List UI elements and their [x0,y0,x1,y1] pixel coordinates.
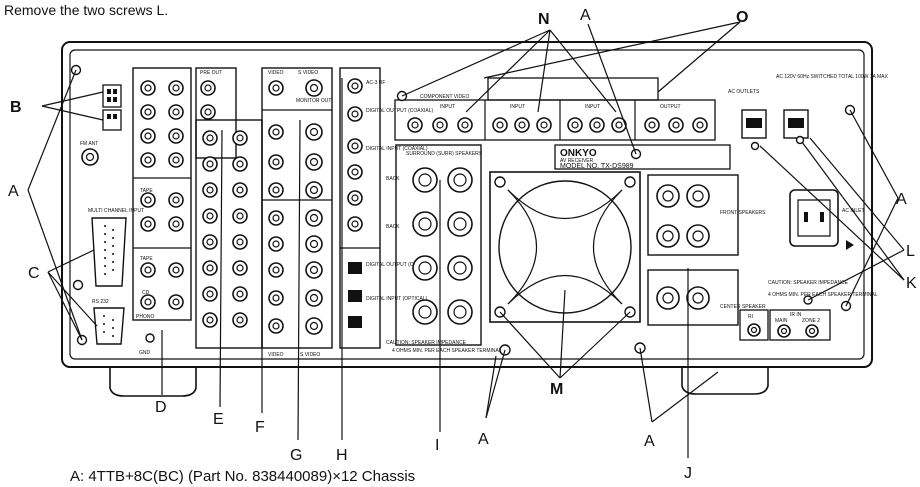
output-label: OUTPUT [660,104,681,110]
ir-in-label: IR IN [790,312,802,318]
main-label: MAIN [775,318,788,324]
rs232-label: RS 232 [92,299,109,305]
ac-power-section: AC OUTLETS AC 120V 60Hz SWITCHED TOTAL 1… [728,74,888,341]
tape-label-2: TAPE [140,256,153,262]
input-label-3: INPUT [585,104,600,110]
tape-label-1: TAPE [140,188,153,194]
model-label: MODEL NO. TX-DS989 [560,163,634,170]
ri-label: RI [748,314,753,320]
component-video-section: COMPONENT VIDEO INPUT INPUT INPUT OUTPUT [394,77,716,141]
digital-input-optical-label: DIGITAL INPUT (OPTICAL) [366,296,428,302]
ac3-rf-label: AC-3 RF [366,80,385,86]
surround-speaker-terminals: SURROUND (SURR) SPEAKERS BACK BACK CAUTI… [386,144,502,354]
callout-b: B [10,99,22,116]
back-label-2: BACK [386,224,400,230]
callout-f: F [255,419,265,436]
callout-l: L [906,243,915,260]
callout-e: E [213,411,224,428]
callout-g: G [290,447,302,464]
callout-m: M [550,381,563,398]
monitor-out-label: MONITOR OUT [296,98,331,104]
gnd-screw [145,333,155,343]
rca-jack-field: TAPE TAPE CD PHONO PRE OUT VIDEO S VIDEO… [132,67,333,358]
instruction-text: Remove the two screws L. [4,2,168,18]
model-plate: ONKYO AV RECEIVER MODEL NO. TX-DS989 [554,144,731,170]
optical-in-jack-1 [348,290,362,302]
digital-output-coaxial-label: DIGITAL OUTPUT (COAXIAL) [366,108,433,114]
callout-a-bottom-centre: A [478,431,489,448]
footnote-text: A: 4TTB+8C(BC) (Part No. 838440089)×12 C… [70,468,415,485]
component-video-jacks [407,117,708,133]
callout-j: J [684,465,692,482]
back-label-1: BACK [386,176,400,182]
surround-binding-posts [412,167,473,325]
zone2-label: ZONE 2 [802,318,820,324]
rs232-connector [93,307,125,345]
cd-label: CD [142,290,150,296]
front-center-speaker-terminals: FRONT SPEAKERS CENTER SPEAKER [647,174,766,326]
chassis-inner [69,49,865,360]
s-video-label: S VIDEO [298,70,318,76]
callout-a-right: A [896,191,907,208]
video-label: VIDEO [268,70,284,76]
left-edge-terminals: FM ANT MULTI CHANNEL INPUT RS 232 GND [80,84,155,356]
pre-out-label: PRE OUT [200,70,222,76]
center-speaker-label: CENTER SPEAKER [720,304,766,310]
rca-jacks [140,79,323,335]
callout-n: N [538,11,550,28]
input-label-2: INPUT [510,104,525,110]
brand-label: ONKYO [560,148,597,159]
optical-out-jack [348,262,362,274]
am-antenna-terminal [102,84,122,108]
caution-surround-label: CAUTION: SPEAKER IMPEDANCE [386,340,467,346]
multi-ch-label: MULTI CHANNEL INPUT [88,208,144,214]
callout-o: O [736,9,748,26]
video-bottom-label: VIDEO [268,352,284,358]
callout-a-bottom-right: A [644,433,655,450]
ac-rating-label: AC 120V 60Hz SWITCHED TOTAL 100W 1A MAX [776,74,888,80]
phono-label: PHONO [136,314,154,320]
fm-ant-label: FM ANT [80,141,98,147]
gnd-label: GND [139,350,151,356]
front-speakers-label: FRONT SPEAKERS [720,210,766,216]
component-video-label: COMPONENT VIDEO [420,94,469,100]
multi-channel-connector [91,217,127,287]
callout-d: D [155,399,167,416]
optical-in-jack-2 [348,316,362,328]
callout-a-left: A [8,183,19,200]
caution-right-sub-label: 4 OHMS MIN. PER EACH SPEAKER TERMINAL [768,292,878,298]
digital-input-coaxial-label: DIGITAL INPUT (COAXIAL) [366,146,428,152]
caution-right-label: CAUTION: SPEAKER IMPEDANCE [768,280,849,286]
s-video-bottom-label: S VIDEO [300,352,320,358]
av-receiver-label: AV RECEIVER [560,158,594,164]
ac-inlet [789,189,839,247]
digital-section: AC-3 RF DIGITAL OUTPUT (COAXIAL) DIGITAL… [339,67,433,349]
digital-output-optical-label: DIGITAL OUTPUT (OPTICAL) [366,262,433,268]
callout-k: K [906,275,917,292]
ac-outlets-label: AC OUTLETS [728,89,760,95]
callout-i: I [435,437,439,454]
am-antenna-terminal-2 [102,109,122,131]
callout-labels: B A C D E F G H I A M A J N A O A L K [8,7,917,482]
callout-c: C [28,265,40,282]
input-label-1: INPUT [440,104,455,110]
surround-speakers-label: SURROUND (SURR) SPEAKERS [406,151,483,157]
callout-a-top: A [580,7,591,24]
callout-h: H [336,447,348,464]
leader-lines [27,21,905,458]
caution-surround-sub-label: 4 OHMS MIN. PER EACH SPEAKER TERMINAL [392,348,502,354]
